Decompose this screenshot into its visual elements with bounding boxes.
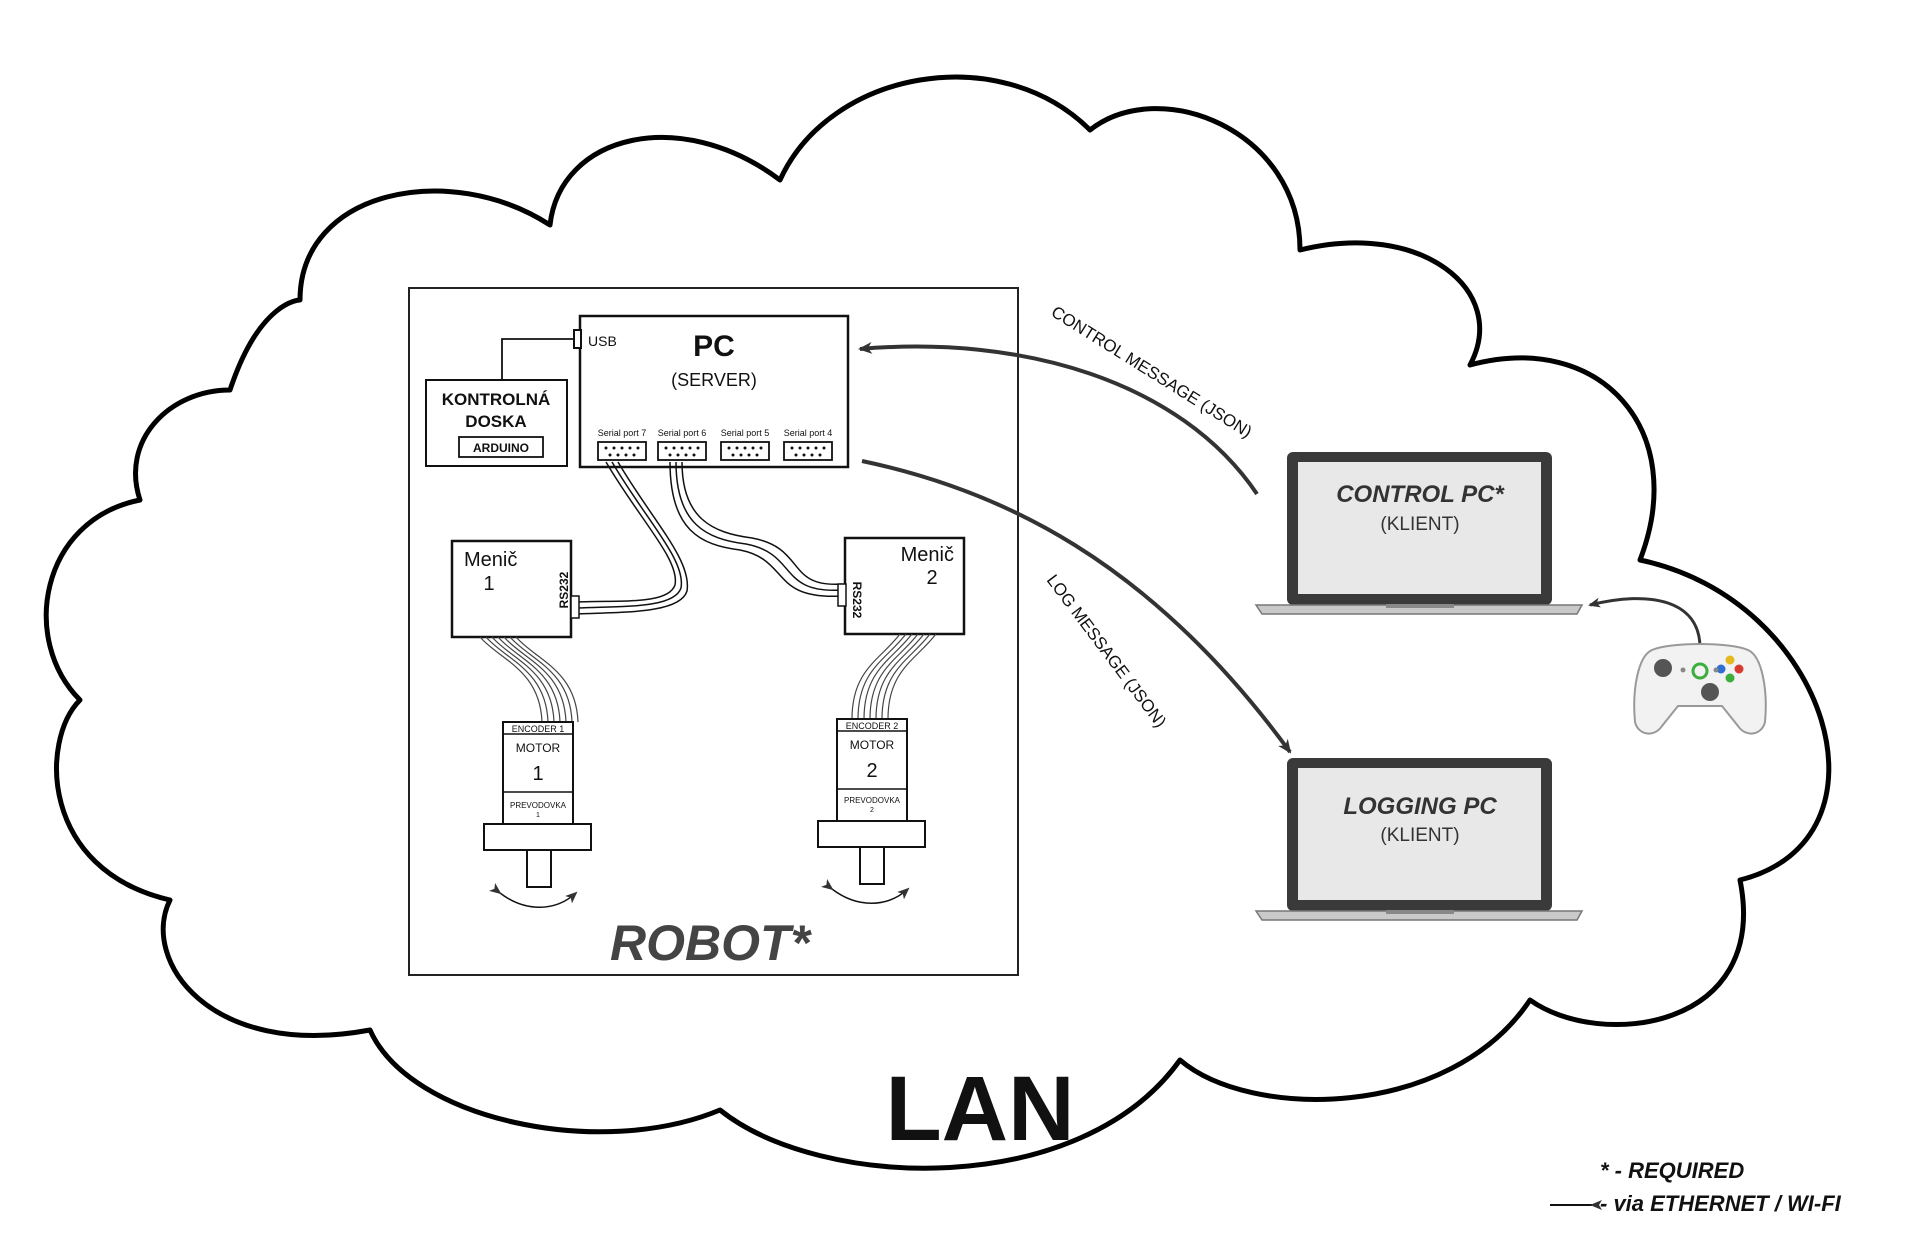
pc-title: PC xyxy=(693,330,735,363)
ribbon-cable-1 xyxy=(479,636,579,723)
usb-label: USB xyxy=(588,333,617,349)
arduino-chip xyxy=(458,436,544,458)
logging-pc-subtitle: (KLIENT) xyxy=(1380,825,1459,846)
pc-server: USB PC (SERVER) Serial port 7 Serial por… xyxy=(573,314,850,469)
shaft-2 xyxy=(859,846,885,885)
rotation-arrow-2 xyxy=(821,878,910,904)
log-message-arrow xyxy=(861,459,1292,754)
control-board: KONTROLNÁ DOSKA ARDUINO xyxy=(425,338,574,467)
drive-2-number: 2 xyxy=(926,567,937,589)
usb-cable xyxy=(501,338,574,380)
serial-port-label: Serial port 5 xyxy=(721,428,770,438)
gamepad-arrow xyxy=(1588,597,1702,649)
arduino-label: ARDUINO xyxy=(473,441,529,455)
ribbon-cable-2 xyxy=(851,633,937,720)
drive-1: Menič 1 RS232 xyxy=(450,539,580,639)
motor-1: ENCODER 1 MOTOR 1 PREVODOVKA 1 xyxy=(483,721,592,908)
drive-1-label: Menič xyxy=(464,549,517,571)
drive-1-number: 1 xyxy=(483,573,494,595)
robot-title: ROBOT* xyxy=(610,915,813,971)
motor-2-number: 2 xyxy=(866,760,877,782)
logging-pc-laptop: LOGGING PC (KLIENT) xyxy=(1254,758,1584,921)
gearbox-2-number: 2 xyxy=(870,807,874,814)
rs232-port-1 xyxy=(570,595,580,619)
drive-2-label: Menič xyxy=(901,544,954,566)
serial-port-label: Serial port 7 xyxy=(598,428,647,438)
legend-connection: - via ETHERNET / WI-FI xyxy=(1600,1191,1842,1216)
robot-frame xyxy=(408,287,1019,976)
shaft-1 xyxy=(526,849,552,888)
legend: * - REQUIRED - via ETHERNET / WI-FI xyxy=(1550,1158,1842,1216)
encoder-2-label: ENCODER 2 xyxy=(846,721,899,731)
control-pc-subtitle: (KLIENT) xyxy=(1380,514,1459,535)
serial-port-5 xyxy=(720,441,770,461)
rs232-port-2 xyxy=(837,583,847,607)
flange-2 xyxy=(817,820,926,848)
logging-pc-title: LOGGING PC xyxy=(1343,793,1497,820)
legend-required: * - REQUIRED xyxy=(1600,1158,1744,1183)
control-pc-laptop: CONTROL PC* (KLIENT) xyxy=(1254,452,1584,615)
serial-port-label: Serial port 6 xyxy=(658,428,707,438)
drive-2: Menič 2 RS232 xyxy=(837,536,966,636)
lan-label: LAN xyxy=(885,1058,1074,1160)
gamepad-icon xyxy=(1633,643,1767,735)
control-pc-title: CONTROL PC* xyxy=(1336,481,1505,508)
usb-port xyxy=(573,329,582,349)
serial-port-label: Serial port 4 xyxy=(784,428,833,438)
motor-1-number: 1 xyxy=(532,763,543,785)
serial-cable-1 xyxy=(577,461,689,615)
serial-port-6 xyxy=(657,441,707,461)
control-board-line2: DOSKA xyxy=(465,412,526,431)
control-board-line1: KONTROLNÁ xyxy=(442,390,551,409)
pc-subtitle: (SERVER) xyxy=(671,370,757,390)
motor-2: ENCODER 2 MOTOR 2 PREVODOVKA 2 xyxy=(817,718,926,904)
serial-port-4 xyxy=(783,441,833,461)
flange-1 xyxy=(483,823,592,851)
rotation-arrow-1 xyxy=(489,882,578,908)
rs232-label-2: RS232 xyxy=(850,582,864,619)
encoder-1-label: ENCODER 1 xyxy=(512,724,565,734)
gearbox-1-label: PREVODOVKA xyxy=(510,801,567,810)
gearbox-2-label: PREVODOVKA xyxy=(844,796,901,805)
rs232-label-1: RS232 xyxy=(557,571,571,608)
gearbox-1-number: 1 xyxy=(536,812,540,819)
motor-1-label: MOTOR xyxy=(516,741,561,755)
serial-cable-2 xyxy=(669,461,843,597)
motor-2-label: MOTOR xyxy=(850,738,895,752)
serial-port-7 xyxy=(597,441,647,461)
control-message-arrow xyxy=(858,341,1259,496)
